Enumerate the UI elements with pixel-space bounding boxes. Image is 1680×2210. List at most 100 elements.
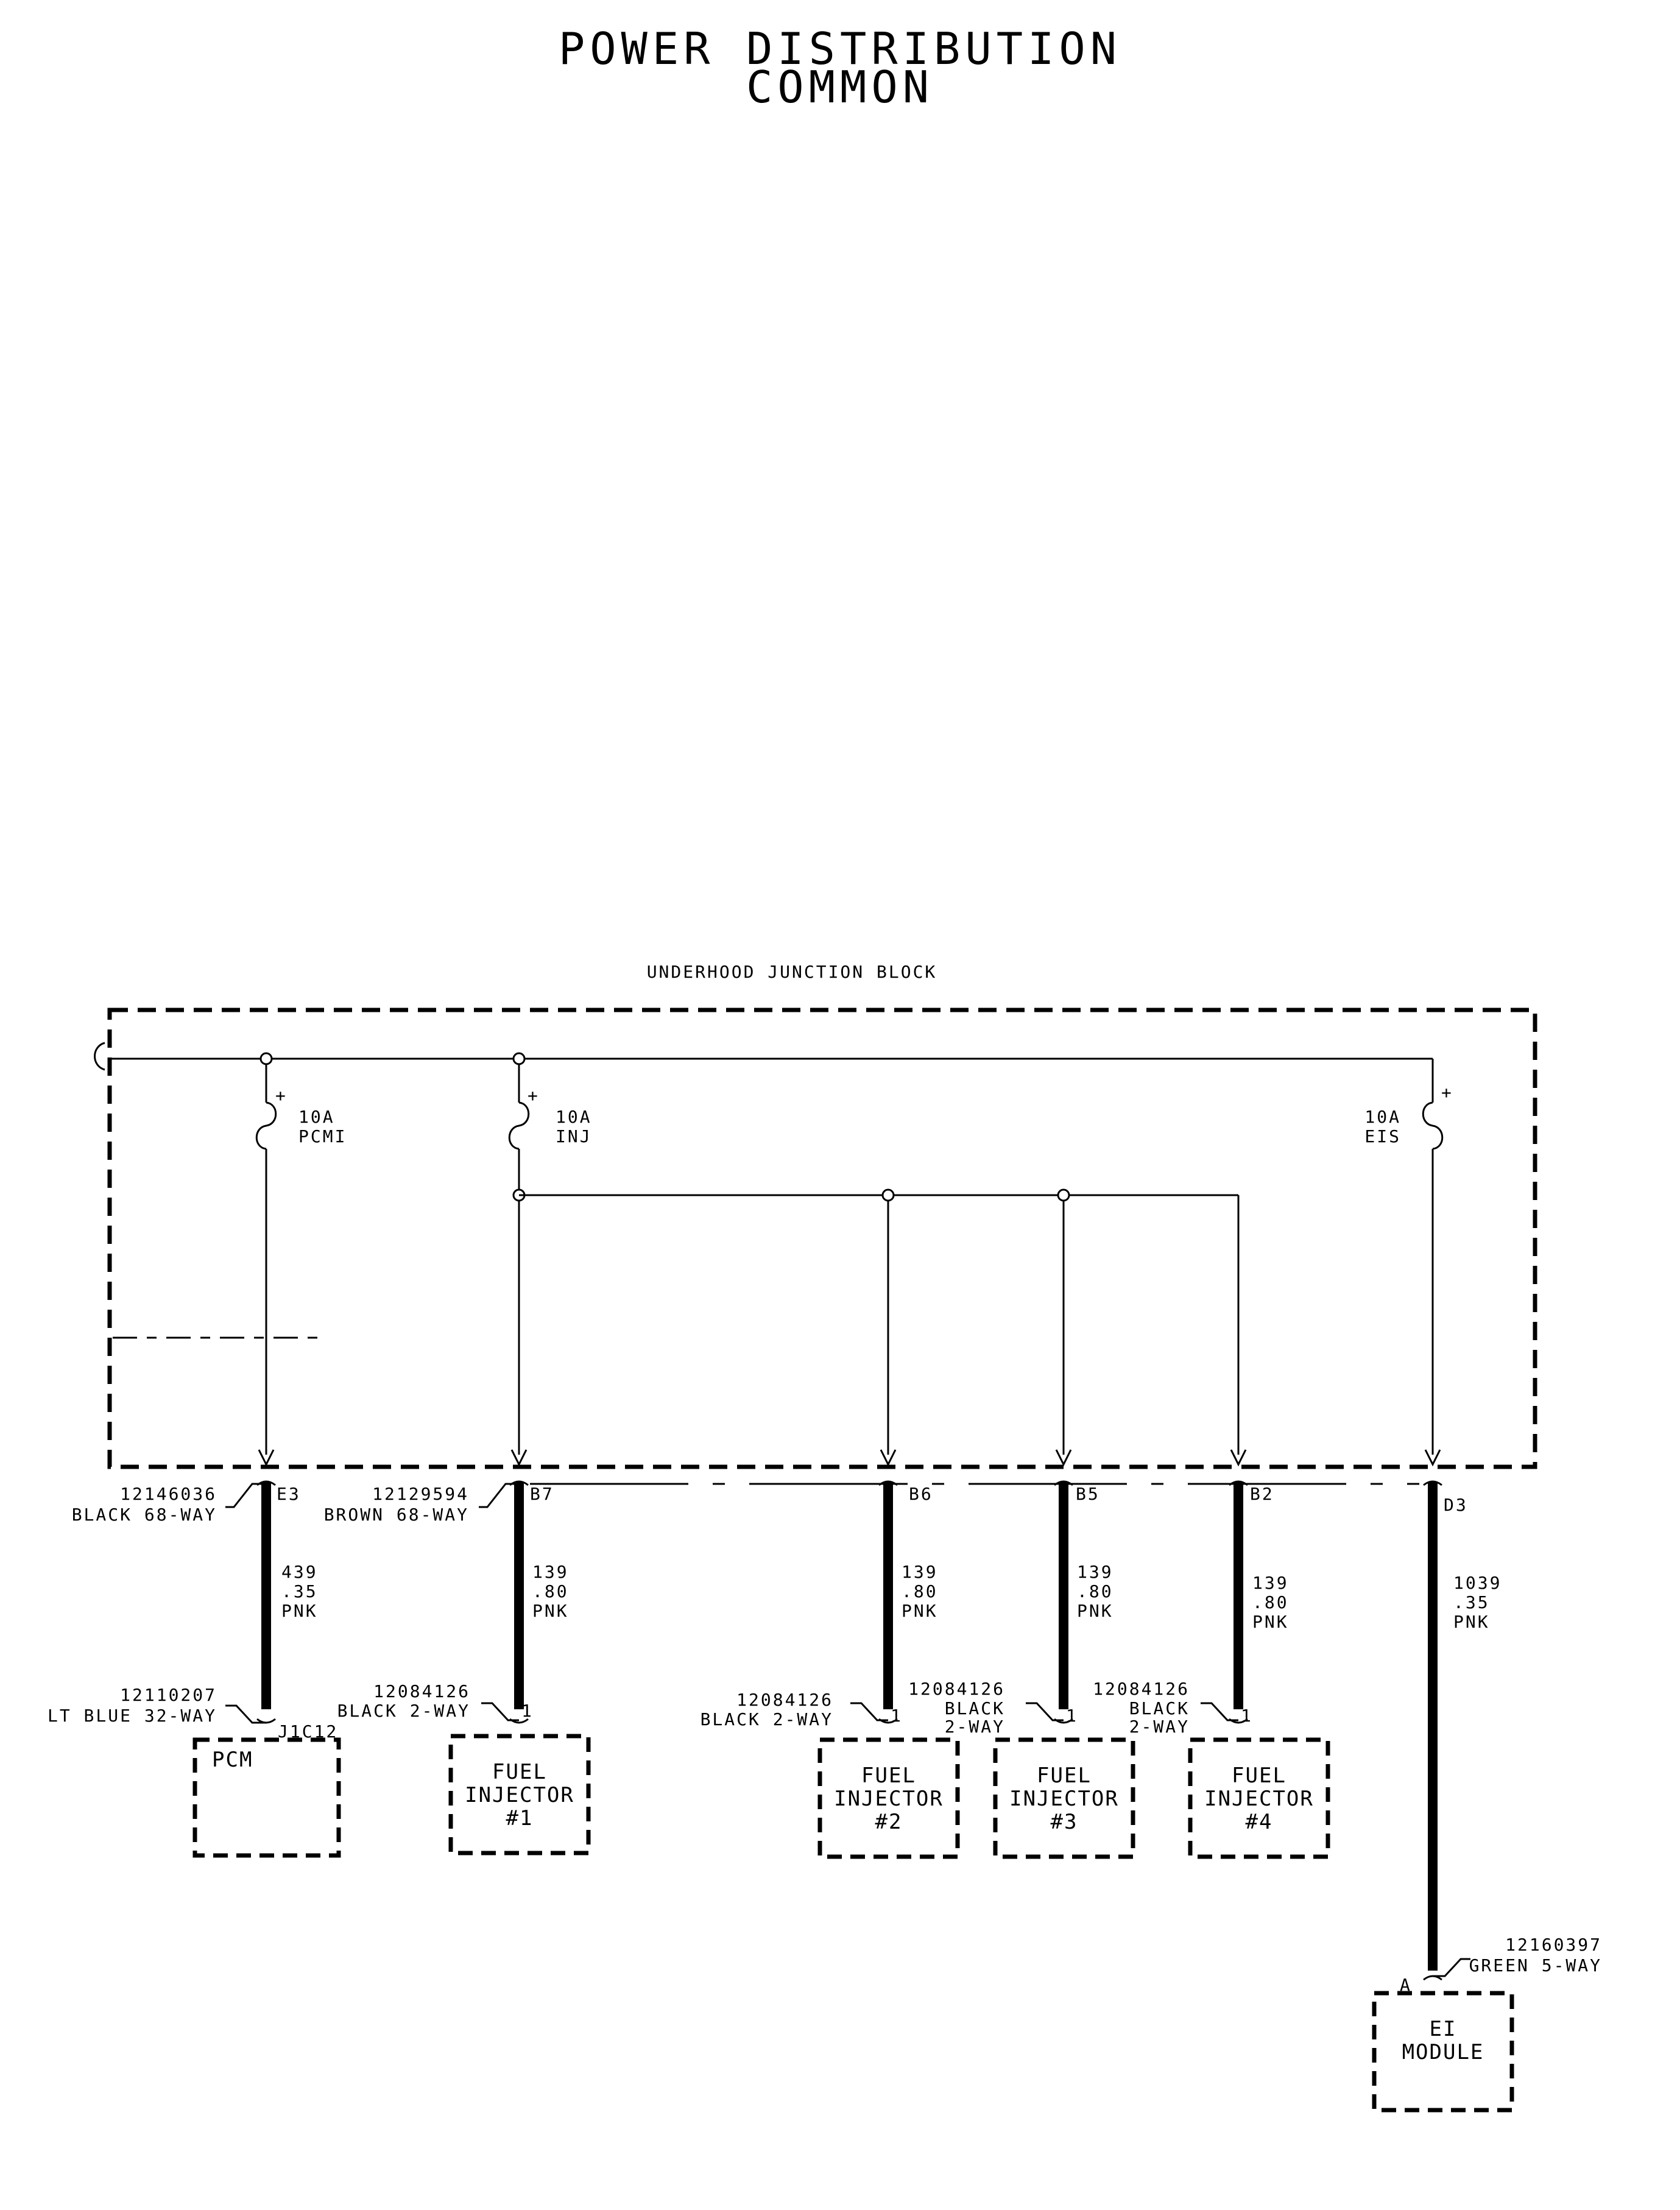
ei-connector-pin: A: [1400, 1975, 1412, 1995]
inj3-connector-desc2: 2-WAY: [945, 1717, 1005, 1737]
ei-connector-desc: GREEN 5-WAY: [1469, 1955, 1602, 1975]
inj4-connector-pin: 1: [1241, 1706, 1253, 1726]
wire-label-pcm: 439 .35 PNK: [281, 1562, 318, 1621]
fuse-inj-name: INJ: [556, 1126, 592, 1146]
inj2-connector-desc: BLACK 2-WAY: [701, 1709, 833, 1729]
svg-text:.80: .80: [1252, 1592, 1289, 1612]
svg-text:#4: #4: [1246, 1810, 1273, 1834]
pcm-connector-desc: LT BLUE 32-WAY: [48, 1706, 217, 1726]
fuse-eis-name: EIS: [1364, 1126, 1401, 1146]
component-fuel-injector-2: FUEL INJECTOR #2: [817, 1737, 960, 1859]
component-connector-ei: 12160397 GREEN 5-WAY A: [1400, 1935, 1602, 1995]
svg-text:139: 139: [1077, 1562, 1114, 1582]
svg-text:PNK: PNK: [902, 1601, 938, 1621]
wire-label-ei: 1039 .35 PNK: [1453, 1573, 1500, 1632]
junction-block-outline: [107, 1008, 1537, 1469]
pcm-connector-part: 12110207: [120, 1685, 217, 1705]
inj1-connector-part: 12084126: [373, 1681, 470, 1701]
component-connector-inj1: 12084126 BLACK 2-WAY 1: [337, 1681, 534, 1721]
svg-text:INJECTOR: INJECTOR: [1009, 1787, 1119, 1811]
component-pcm: PCM: [192, 1737, 341, 1858]
svg-text:139: 139: [532, 1562, 569, 1582]
wire-label-inj1: 139 .80 PNK: [532, 1562, 569, 1621]
svg-text:PNK: PNK: [1077, 1601, 1114, 1621]
inj4-connector-part: 12084126: [1093, 1679, 1190, 1699]
svg-text:.35: .35: [1453, 1592, 1490, 1612]
svg-text:#1: #1: [506, 1806, 534, 1830]
pcm-label: PCM: [212, 1748, 253, 1772]
svg-text:INJECTOR: INJECTOR: [1204, 1787, 1314, 1811]
wire-label-inj3: 139 .80 PNK: [1077, 1562, 1114, 1621]
fuse-inj-polarity: +: [528, 1086, 540, 1106]
connector-b2-pin: B2: [1250, 1484, 1274, 1504]
svg-text:#3: #3: [1051, 1810, 1078, 1834]
connector-b7-desc: BROWN 68-WAY: [324, 1505, 469, 1525]
svg-text:INJECTOR: INJECTOR: [834, 1787, 944, 1811]
svg-text:INJECTOR: INJECTOR: [465, 1783, 574, 1807]
heavy-wires: [261, 1481, 1438, 1971]
svg-text:PNK: PNK: [281, 1601, 318, 1621]
fuse-pcmi: + 10A PCMI: [255, 1052, 347, 1455]
svg-text:439: 439: [281, 1562, 318, 1582]
component-fuel-injector-4: FUEL INJECTOR #4: [1188, 1737, 1330, 1859]
injector-bus: [519, 1188, 1240, 1455]
connector-b5-pin: B5: [1076, 1484, 1100, 1504]
connector-b6-pin: B6: [909, 1484, 933, 1504]
svg-text:MODULE: MODULE: [1402, 2040, 1484, 2064]
connector-e3-pin: E3: [277, 1484, 301, 1504]
page-title-line2: COMMON: [746, 62, 934, 113]
inj3-connector-part: 12084126: [908, 1679, 1005, 1699]
inj1-connector-pin: 1: [521, 1701, 534, 1721]
svg-text:PNK: PNK: [1453, 1612, 1490, 1632]
fuse-eis: + 10A EIS: [1364, 1059, 1453, 1455]
inj3-connector-pin: 1: [1066, 1706, 1078, 1726]
inj3-connector-desc1: BLACK: [945, 1698, 1005, 1718]
component-fuel-injector-3: FUEL INJECTOR #3: [993, 1737, 1135, 1859]
inj4-connector-desc2: 2-WAY: [1129, 1717, 1190, 1737]
svg-text:.80: .80: [532, 1581, 569, 1601]
inj1-connector-desc: BLACK 2-WAY: [337, 1701, 470, 1721]
svg-text:PNK: PNK: [532, 1601, 569, 1621]
svg-text:FUEL: FUEL: [1037, 1763, 1092, 1788]
connector-e3-part: 12146036: [120, 1484, 217, 1504]
component-ei-module: EI MODULE: [1372, 1991, 1514, 2113]
ei-connector-part: 12160397: [1505, 1935, 1602, 1955]
svg-text:139: 139: [902, 1562, 938, 1582]
fuse-eis-rating: 10A: [1364, 1107, 1401, 1127]
svg-text:EI: EI: [1430, 2017, 1457, 2041]
connector-e3-desc: BLACK 68-WAY: [72, 1505, 217, 1525]
svg-text:139: 139: [1252, 1573, 1289, 1593]
junction-block-label: UNDERHOOD JUNCTION BLOCK: [647, 962, 937, 982]
svg-text:.35: .35: [281, 1581, 318, 1601]
connector-b7: 12129594 BROWN 68-WAY B7: [324, 1483, 554, 1525]
inj2-connector-pin: 1: [891, 1706, 903, 1726]
inj2-connector-part: 12084126: [736, 1690, 833, 1710]
inj4-connector-desc1: BLACK: [1129, 1698, 1190, 1718]
svg-text:PNK: PNK: [1252, 1612, 1289, 1632]
component-connector-inj3: 12084126 BLACK 2-WAY 1: [908, 1679, 1078, 1737]
fuse-pcmi-rating: 10A: [298, 1107, 335, 1127]
page-title-line1: POWER DISTRIBUTION: [559, 23, 1121, 74]
component-fuel-injector-1: FUEL INJECTOR #1: [448, 1734, 591, 1855]
connector-e3: 12146036 BLACK 68-WAY E3: [72, 1483, 301, 1525]
connector-d3-pin: D3: [1444, 1495, 1468, 1515]
svg-text:.80: .80: [902, 1581, 938, 1601]
fuse-eis-polarity: +: [1441, 1082, 1453, 1103]
connector-b7-pin: B7: [530, 1484, 554, 1504]
fuse-inj-rating: 10A: [556, 1107, 592, 1127]
power-input-symbol: [94, 1042, 105, 1071]
wire-label-inj4: 139 .80 PNK: [1252, 1573, 1289, 1632]
svg-text:FUEL: FUEL: [861, 1763, 916, 1788]
svg-text:#2: #2: [875, 1810, 903, 1834]
fuse-pcmi-name: PCMI: [298, 1126, 347, 1146]
fuse-pcmi-polarity: +: [275, 1086, 288, 1106]
connector-b7-part: 12129594: [372, 1484, 469, 1504]
svg-text:FUEL: FUEL: [1232, 1763, 1286, 1788]
component-connector-inj2: 12084126 BLACK 2-WAY 1: [701, 1690, 903, 1729]
fuse-inj: + 10A INJ: [508, 1052, 592, 1455]
pcm-connector-pin: J1C12: [278, 1721, 338, 1742]
terminal-arrowheads: [258, 1449, 1441, 1467]
component-connector-pcm: 12110207 LT BLUE 32-WAY J1C12: [48, 1685, 338, 1742]
terminal-caps-bottom: [256, 1718, 1442, 1981]
